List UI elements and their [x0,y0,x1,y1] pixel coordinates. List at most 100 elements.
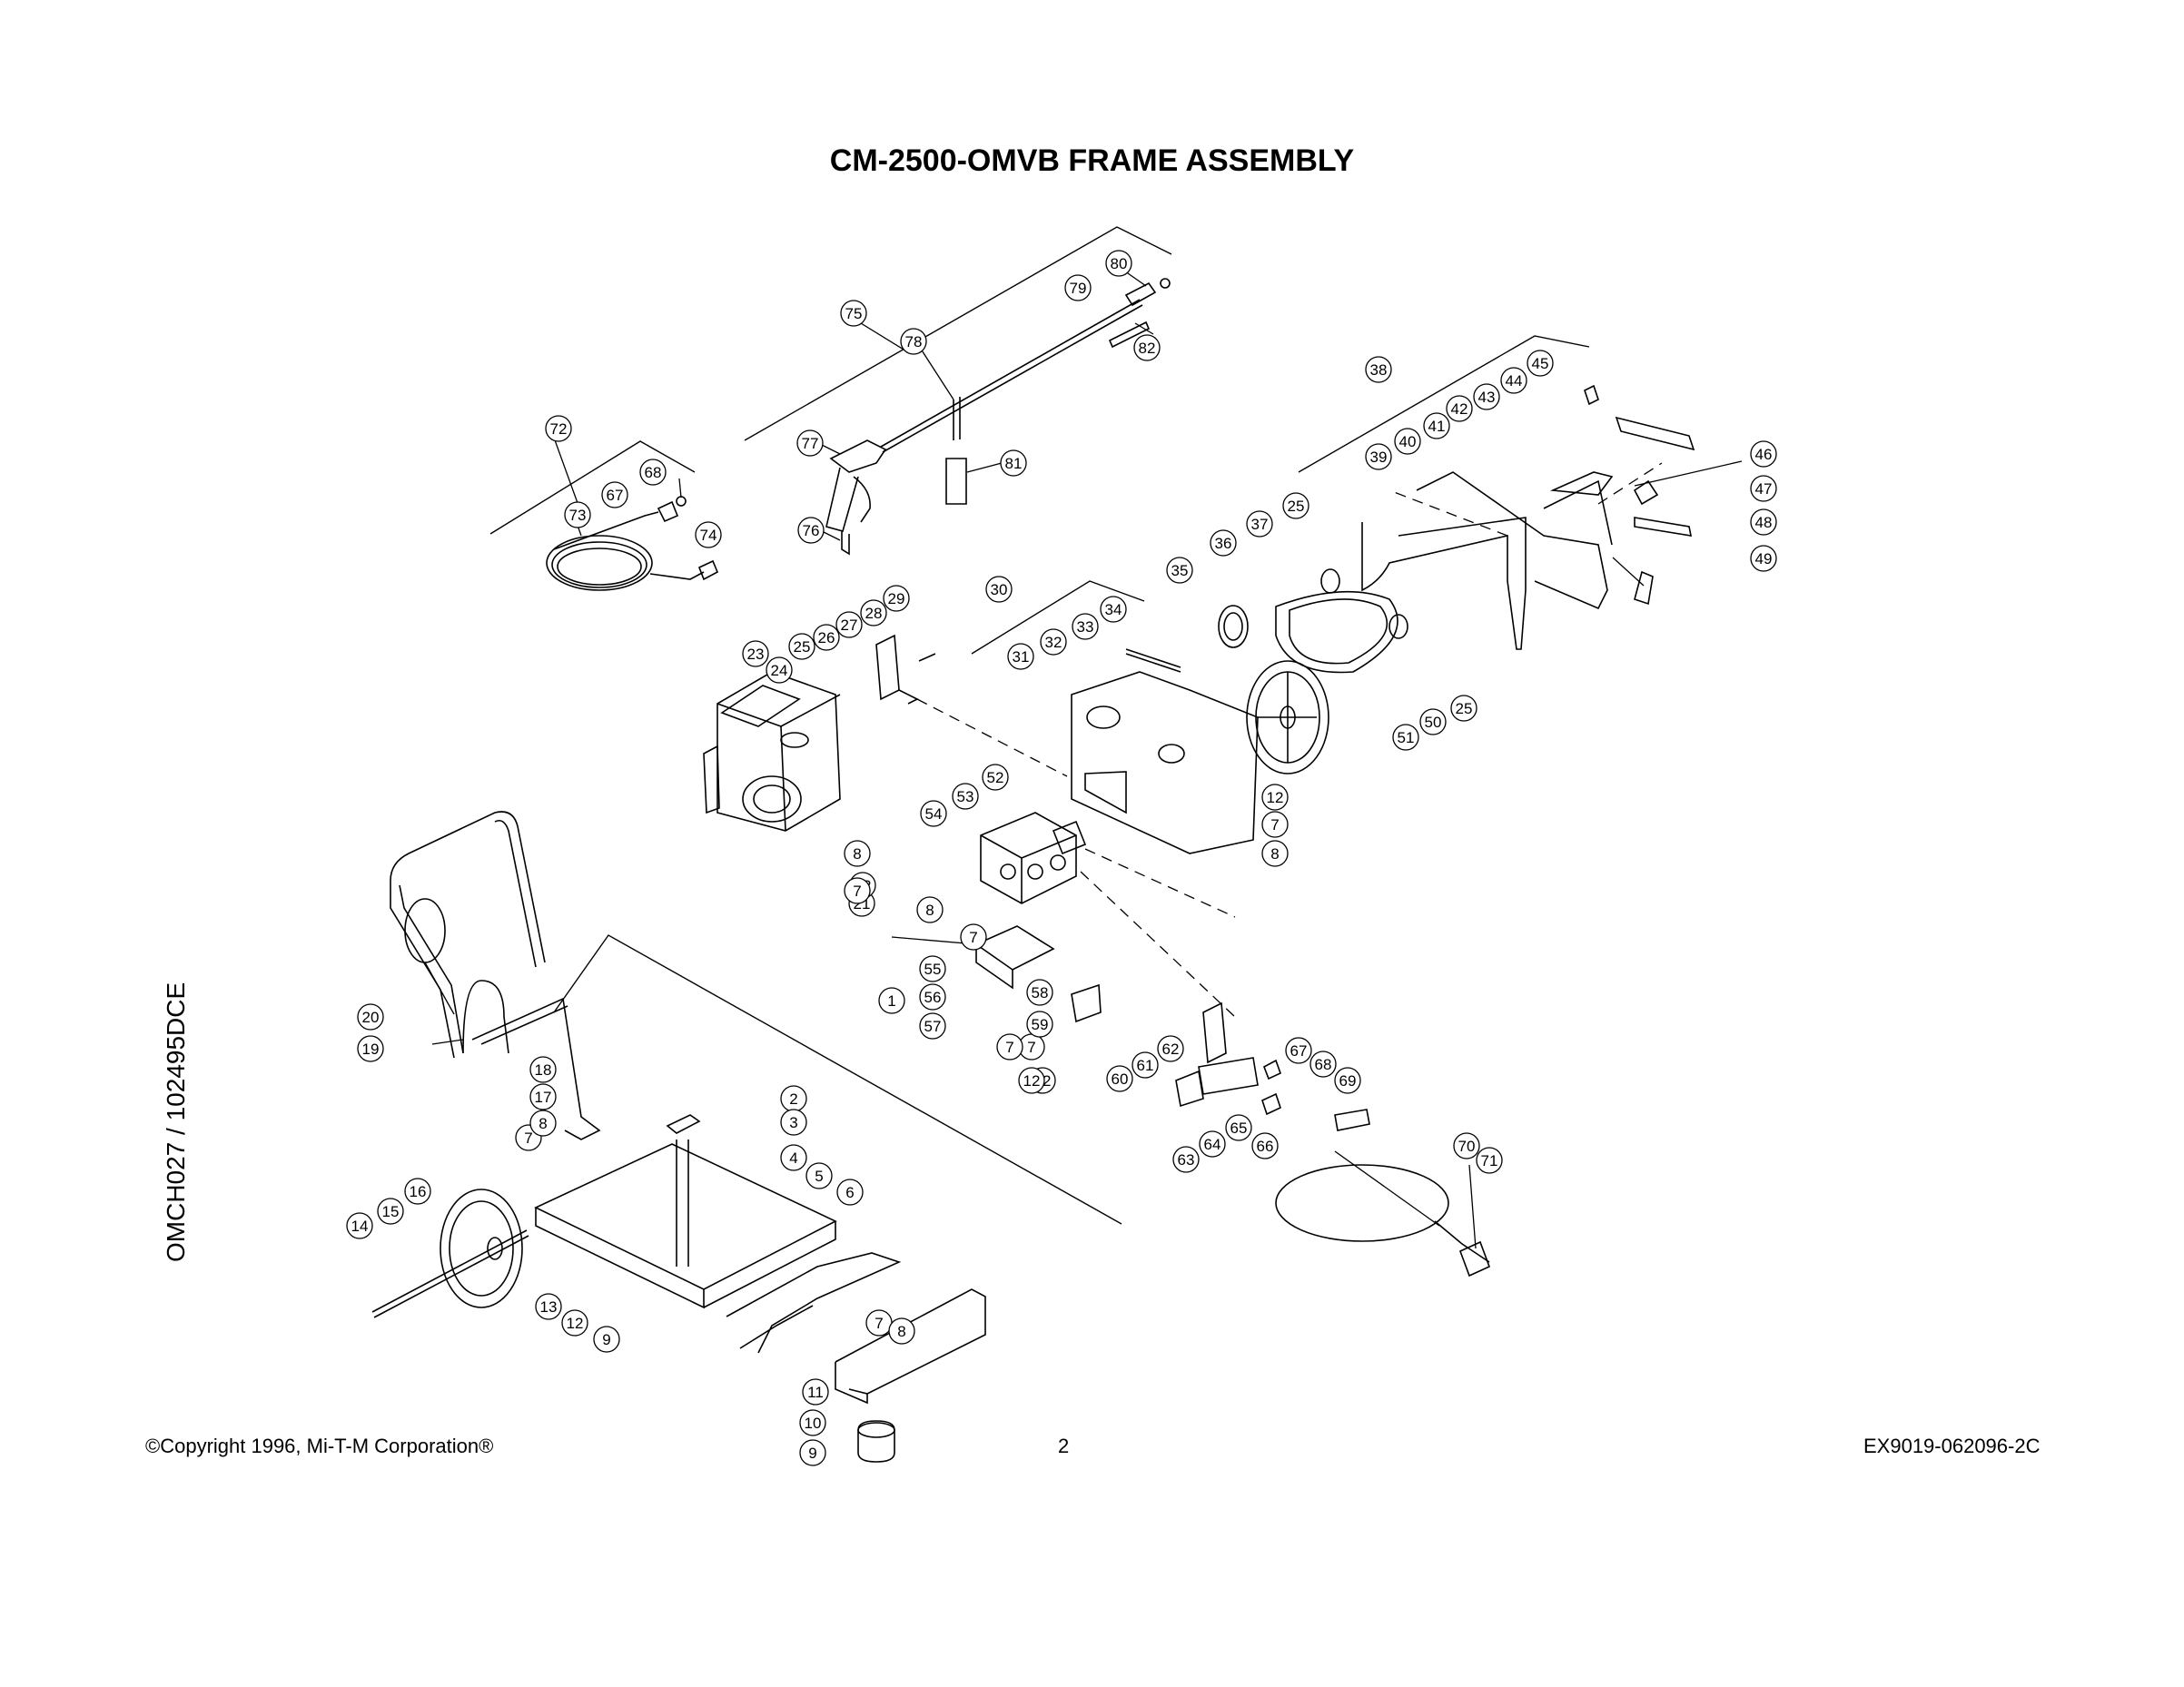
callout-12-circle [561,1309,588,1337]
callout-77-circle [796,429,824,457]
callout-49-circle [1750,545,1777,572]
callout-2: 2 [789,1090,797,1108]
belt-guard-cover [1361,384,1695,650]
callout-62-circle [1157,1035,1184,1062]
copyright-text: ©Copyright 1996, Mi-T-M Corporation® [145,1435,494,1457]
callout-58: 58 [1032,984,1049,1001]
callout-81: 81 [1005,455,1023,472]
callout-79-circle [1064,274,1092,301]
callout-8: 8 [925,902,934,919]
callout-9-circle [593,1326,620,1353]
pulleys-and-belts [1218,568,1408,774]
callout-45-circle [1527,350,1554,377]
spray-wand-assembly [825,278,1171,556]
callout-42: 42 [1451,400,1468,418]
callout-51-circle [1392,724,1419,751]
callout-23: 23 [747,646,765,663]
callout-37-circle [1246,510,1273,538]
callout-20-circle [357,1003,384,1031]
handle-frame [390,811,601,1140]
callout-25-circle [788,633,815,660]
callout-7: 7 [1005,1039,1013,1056]
callout-18: 18 [535,1061,552,1079]
callout-54: 54 [925,805,943,823]
callout-74-circle [695,521,722,548]
callout-68: 68 [1315,1056,1332,1073]
callout-8: 8 [1270,845,1279,863]
callout-68-circle [639,459,667,486]
callout-8-circle [916,896,944,923]
callout-63-circle [1172,1146,1200,1173]
callout-43-circle [1473,383,1500,410]
callout-82: 82 [1139,340,1156,357]
callout-1-circle [878,987,905,1014]
callout-80-circle [1105,250,1132,277]
callout-25-circle [1450,695,1477,722]
callout-47: 47 [1755,480,1773,498]
callout-7: 7 [875,1315,883,1332]
callout-7: 7 [524,1130,532,1147]
callout-26: 26 [818,629,835,646]
assembly-guide-lines [916,462,1663,1018]
callout-32: 32 [1045,634,1062,651]
callout-5-circle [805,1162,833,1189]
callout-67: 67 [1290,1042,1308,1060]
callout-38-circle [1365,356,1392,383]
callout-71: 71 [1481,1152,1498,1169]
group-bracket-lines [489,226,1590,1225]
callout-24-circle [766,656,793,684]
pump-mount-bracket [974,925,1102,1023]
callout-9-circle [799,1439,826,1466]
front-skid [726,1252,986,1463]
callout-39: 39 [1370,449,1388,466]
callout-8-circle [888,1317,915,1345]
callout-24: 24 [771,662,788,679]
callout-12-circle [1018,1067,1045,1094]
callout-56: 56 [924,989,942,1006]
callout-10: 10 [805,1415,822,1432]
callout-81-circle [1000,449,1027,477]
document-code-vertical: OMCH027 / 102495DCE [162,982,190,1262]
callout-7: 7 [1270,816,1279,834]
callout-3-circle [780,1109,807,1136]
callout-72: 72 [550,420,568,438]
callout-7-circle [996,1033,1023,1061]
base-frame [371,1114,837,1318]
callout-48-circle [1750,508,1777,536]
callout-76: 76 [803,522,820,539]
callout-78: 78 [905,333,923,350]
callout-30: 30 [991,581,1008,598]
callout-15: 15 [382,1203,400,1220]
callout-59: 59 [1032,1016,1049,1033]
callout-40: 40 [1399,433,1417,450]
callout-68-circle [1309,1051,1337,1078]
callout-79: 79 [1070,280,1087,297]
callout-10-circle [799,1409,826,1436]
callout-76-circle [797,517,825,544]
callout-15-circle [377,1198,404,1225]
callout-13: 13 [540,1298,558,1316]
callout-33: 33 [1077,618,1094,636]
callout-4-circle [780,1144,807,1171]
callout-71-circle [1476,1147,1503,1174]
callout-34-circle [1100,596,1127,623]
callout-17-circle [529,1083,557,1110]
callout-52: 52 [987,769,1004,786]
callout-46-circle [1750,440,1777,468]
callout-20: 20 [362,1009,380,1026]
callout-8: 8 [897,1323,905,1340]
callout-3: 3 [789,1114,797,1131]
callout-36: 36 [1215,535,1232,552]
callout-8-circle [1261,840,1289,867]
callout-61-circle [1132,1051,1159,1079]
callout-68: 68 [645,464,662,481]
callout-44: 44 [1506,372,1523,390]
callout-69-circle [1334,1067,1361,1094]
callout-43: 43 [1478,389,1496,406]
engine [703,671,841,832]
callout-46: 46 [1755,446,1773,463]
callout-26-circle [813,624,840,651]
callout-47-circle [1750,475,1777,502]
callout-66: 66 [1257,1138,1274,1155]
callout-55: 55 [924,961,942,978]
